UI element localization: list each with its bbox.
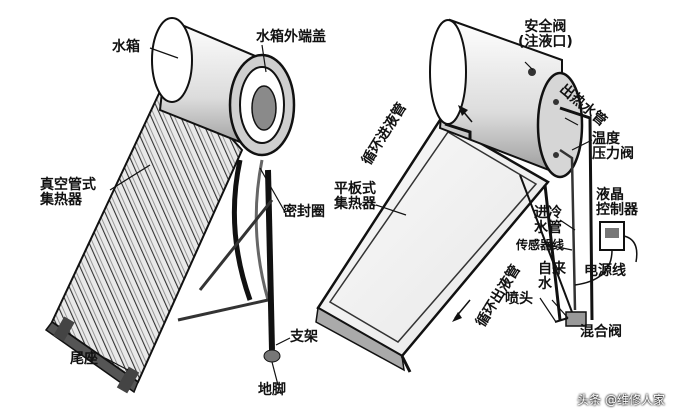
label-power-cord: 电源线 <box>584 263 626 279</box>
label-sensor-wire: 传感器线 <box>516 238 565 252</box>
label-nozzle: 喷头 <box>505 291 533 307</box>
left-tank <box>151 17 296 157</box>
label-lcd-controller: 液晶 控制器 <box>596 187 638 218</box>
label-tank: 水箱 <box>112 39 140 55</box>
label-mixing-valve: 混合阀 <box>580 324 622 340</box>
label-tap-water: 自来 水 <box>538 261 566 292</box>
label-vacuum-tube-collector: 真空管式 集热器 <box>40 177 96 208</box>
label-tank-end-cap: 水箱外端盖 <box>256 29 326 45</box>
right-piping <box>444 106 638 327</box>
label-foot: 地脚 <box>258 382 286 398</box>
flat-plate-collector-drawing <box>315 118 576 373</box>
label-seal-ring: 密封圈 <box>283 204 325 220</box>
label-flat-plate-collector: 平板式 集热器 <box>334 181 376 212</box>
label-safety-valve: 安全阀 (注液口) <box>518 19 573 50</box>
label-temp-pressure-valve: 温度 压力阀 <box>592 131 634 162</box>
flow-arrows <box>452 105 473 322</box>
watermark: 头条 @维修人家 <box>577 393 665 407</box>
leader-lines <box>104 44 593 386</box>
label-cold-water-inlet: 进冷 水管 <box>534 205 562 236</box>
label-bracket: 支架 <box>290 329 318 345</box>
label-tail-base: 尾座 <box>70 351 98 367</box>
